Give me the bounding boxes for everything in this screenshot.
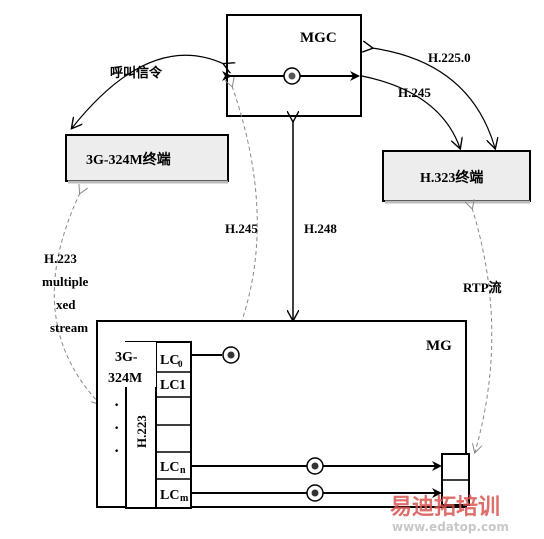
stack-dot-2: ·: [114, 420, 119, 437]
mg-title: MG: [426, 338, 452, 354]
lc1-sub: 1: [179, 378, 186, 393]
switch-icon: [306, 484, 324, 502]
lcm-media-link: [191, 484, 442, 502]
h223-label-line-4: stream: [50, 320, 88, 335]
rtp-dashed-curve: RTP流: [463, 208, 502, 452]
h223-dashed-curve: H.223 multiple xed stream: [42, 193, 100, 404]
stack-dot-1: ·: [114, 397, 119, 414]
lc0-link: [191, 346, 240, 364]
lc0-label: LC: [160, 353, 179, 368]
h245-dashed-curve: H.245: [225, 86, 258, 344]
proto-label-line-1: 3G-: [115, 350, 138, 365]
watermark-logo: 易迪拓培训 www.edatop.com: [390, 494, 509, 534]
h2250-label: H.225.0: [428, 50, 471, 65]
rtp-endpoint-box: [441, 453, 470, 506]
h245-arc-top: H.245: [361, 75, 460, 148]
mgc-box: MGC: [222, 14, 362, 117]
call-signaling-arc: 呼叫信令: [72, 54, 224, 128]
h223-label-line-2: multiple: [42, 274, 88, 289]
terminal-3g-324m: 3G-324M终端: [65, 134, 229, 184]
call-signaling-label: 呼叫信令: [110, 65, 163, 80]
stack-dot-3: ·: [114, 443, 119, 460]
proto-label-line-2: 324M: [108, 371, 142, 386]
lc1-label: LC: [160, 378, 179, 393]
switch-icon: [283, 67, 301, 85]
h248-link: H.248: [293, 121, 337, 320]
h245-top-label: H.245: [398, 85, 431, 100]
switch-icon: [222, 346, 240, 364]
terminal-3g-label: 3G-324M终端: [86, 151, 171, 168]
terminal-h323-label: H.323终端: [420, 169, 483, 186]
h2250-arc: H.225.0: [372, 48, 495, 148]
h223-label-line-1: H.223: [44, 251, 77, 266]
h245-mid-label: H.245: [225, 221, 258, 236]
lcn-media-link: [191, 457, 442, 475]
watermark-cn: 易迪拓培训: [390, 494, 500, 520]
h223-stack-label: H.223: [134, 415, 149, 448]
h248-label: H.248: [304, 221, 337, 236]
watermark-url: www.edatop.com: [392, 520, 509, 534]
mgc-title: MGC: [300, 30, 337, 46]
lcn-label: LC: [160, 460, 179, 475]
h223-label-line-3: xed: [56, 297, 76, 312]
protocol-stack: 3G- 324M H.223 · · · LC 0 LC 1 LC n LC m: [108, 341, 192, 509]
terminal-h323: H.323终端: [382, 150, 531, 204]
lcn-sub: n: [180, 465, 186, 476]
switch-icon: [306, 457, 324, 475]
lcm-label: LC: [160, 488, 179, 503]
rtp-label: RTP流: [463, 280, 502, 295]
lc0-sub: 0: [178, 359, 183, 369]
lcm-sub: m: [180, 493, 189, 504]
